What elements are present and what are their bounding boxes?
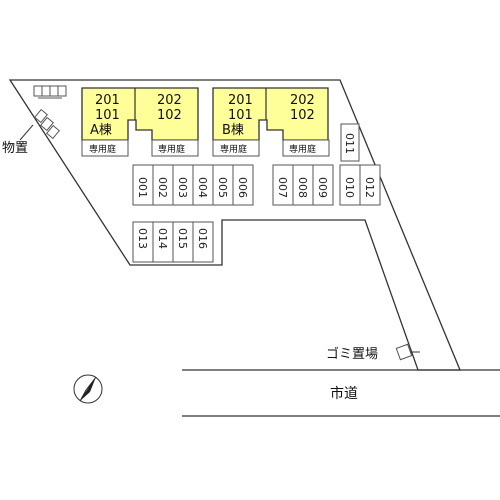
garden-a-right: 専用庭 [158,143,185,155]
parking-top-row: 001 002 003 004 005 006 007 008 009 010 … [132,164,381,206]
parking-010: 010 [343,177,356,198]
garden-a-left: 専用庭 [89,143,116,155]
north-arrow-icon [73,374,103,404]
parking-016: 016 [196,228,209,249]
parking-bottom-row: 013 014 015 016 [132,221,214,263]
unit-a-201: 201 [95,93,120,108]
parking-008: 008 [296,177,309,198]
garbage-label: ゴミ置場 [326,346,378,362]
unit-a-101: 101 [95,108,120,123]
parking-014: 014 [156,228,169,249]
garden-b-right: 専用庭 [289,143,316,155]
unit-a-102: 102 [157,108,182,123]
parking-015: 015 [176,228,189,249]
parking-012: 012 [363,177,376,198]
parking-013: 013 [136,228,149,249]
parking-001: 001 [136,177,149,198]
parking-002: 002 [156,177,169,198]
unit-b-202: 202 [290,93,315,108]
storage-area [19,85,67,141]
parking-009: 009 [316,177,329,198]
parking-007: 007 [276,177,289,198]
parking-006: 006 [236,177,249,198]
building-b-name: B棟 [222,123,244,138]
road-label: 市道 [330,385,358,402]
building-b: 201 101 B棟 202 102 専用庭 専用庭 [212,87,330,157]
building-a: 201 101 A棟 202 102 専用庭 専用庭 [81,87,199,157]
garden-b-left: 専用庭 [220,143,247,155]
unit-b-101: 101 [228,108,253,123]
unit-b-102: 102 [290,108,315,123]
parking-011: 011 [343,133,356,154]
parking-003: 003 [176,177,189,198]
garbage-area [395,343,420,361]
unit-b-201: 201 [228,93,253,108]
building-a-name: A棟 [90,123,112,138]
storage-label: 物置 [2,141,28,156]
parking-005: 005 [216,177,229,198]
unit-a-202: 202 [157,93,182,108]
parking-004: 004 [196,177,209,198]
